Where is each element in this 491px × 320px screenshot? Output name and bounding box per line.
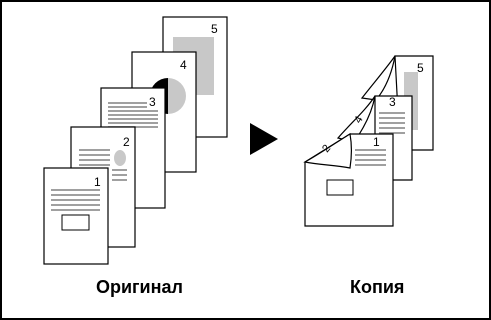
- copy-page-5-number: 5: [417, 61, 424, 75]
- original-page-3-number: 3: [149, 95, 156, 109]
- right-pointing-triangle-icon: [250, 123, 278, 155]
- original-page-4-number: 4: [180, 58, 187, 72]
- original-page-2-number: 2: [123, 135, 130, 149]
- copy-page-1-number: 1: [373, 135, 380, 149]
- original-page-1: 1: [43, 167, 109, 265]
- original-page-5-number: 5: [211, 22, 218, 36]
- copy-label: Копия: [350, 277, 405, 297]
- copy-page-3-number: 3: [389, 95, 396, 109]
- original-page-1-number: 1: [94, 175, 101, 189]
- copy-page-4-number: 4: [352, 114, 365, 125]
- copy-sheet-1: 1 2: [303, 133, 394, 227]
- original-label: Оригинал: [96, 277, 183, 297]
